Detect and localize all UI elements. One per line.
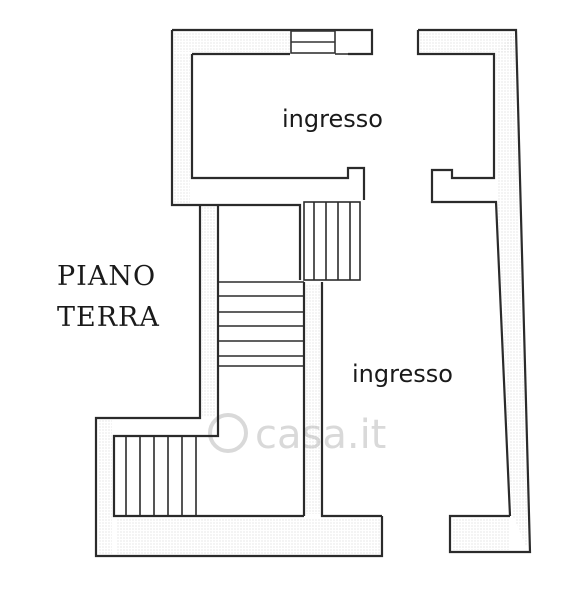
- floor-label-line2: TERRA: [57, 302, 160, 333]
- stair-central: [218, 281, 304, 367]
- room-label-upper-left: ingresso: [282, 105, 383, 133]
- watermark: casa.it: [208, 412, 386, 458]
- floor-label-line1: PIANO: [57, 261, 156, 292]
- left-lower-section-walls: [94, 203, 384, 558]
- left-upper-room-walls: [170, 28, 374, 207]
- right-building-walls: [416, 28, 532, 554]
- stair-upper-right: [303, 201, 361, 281]
- room-label-lower-right: ingresso: [352, 360, 453, 388]
- watermark-text: casa.it: [255, 412, 386, 458]
- stair-lower-left: [113, 435, 197, 517]
